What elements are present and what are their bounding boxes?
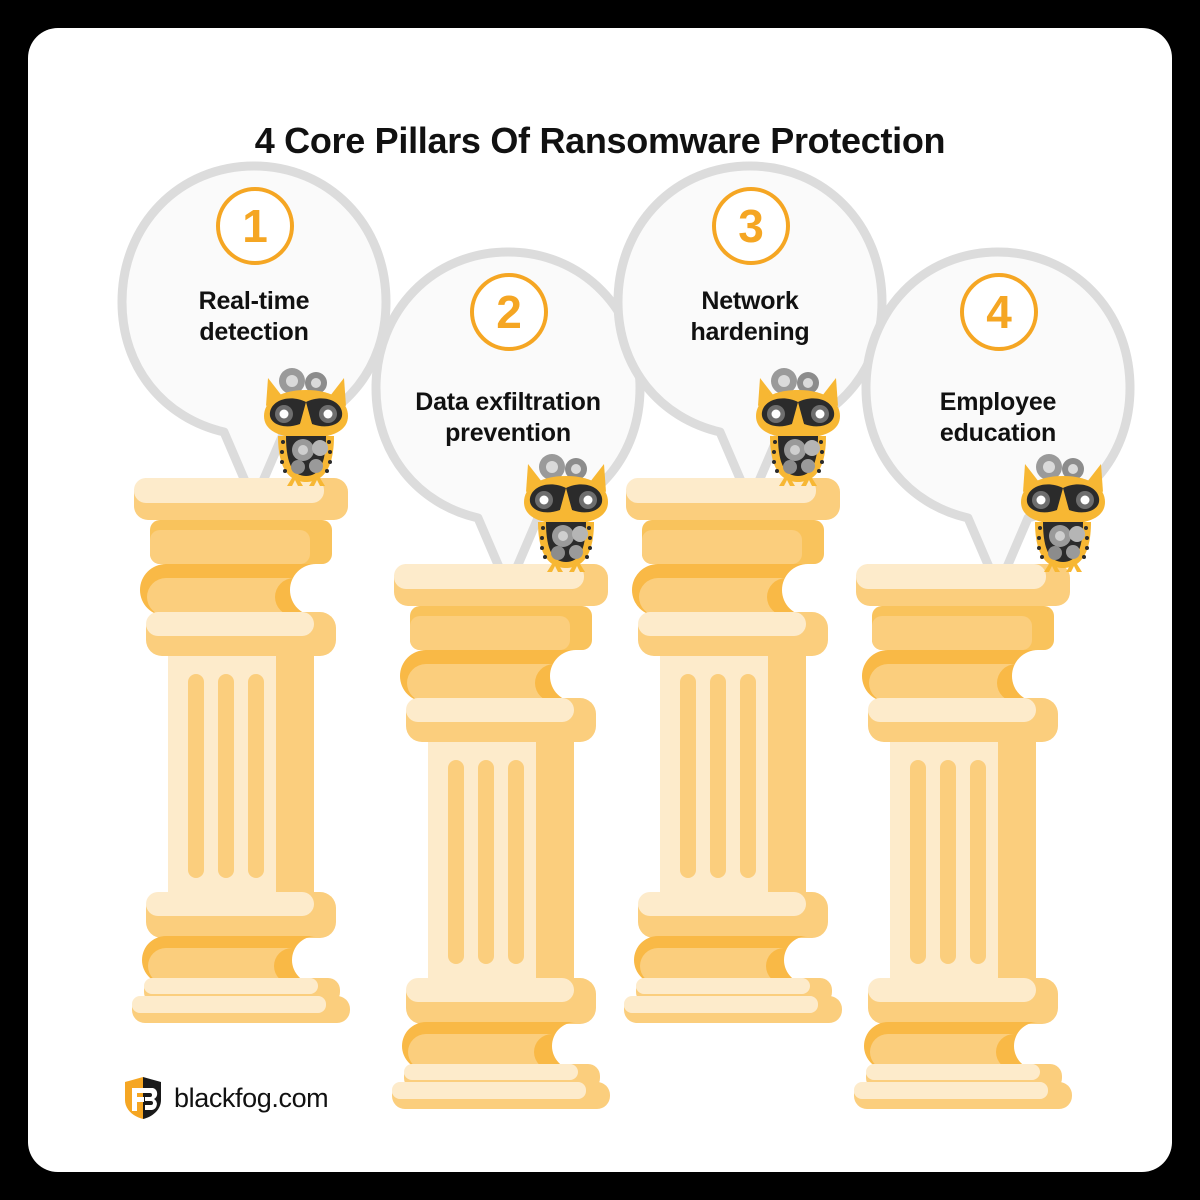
- owl-mascot-icon: [1021, 454, 1105, 572]
- greek-column-icon: [132, 478, 350, 1023]
- brand-logo-text: blackfog.com: [174, 1082, 329, 1113]
- owl-mascot-icon: [524, 454, 608, 572]
- bubble-1-line-2: detection: [199, 317, 309, 346]
- step-badge-1-number: 1: [242, 200, 268, 252]
- greek-column-icon: [624, 478, 842, 1023]
- bubble-1-line-1: Real-time: [198, 287, 310, 315]
- greek-column-icon: [392, 564, 610, 1109]
- pillar-column-1: [126, 478, 356, 1023]
- step-badge-4-number: 4: [986, 286, 1012, 338]
- bubble-4-line-1: Employee: [939, 388, 1057, 416]
- brand-logo[interactable]: blackfog.com: [124, 1076, 329, 1120]
- infographic-card: 4 Core Pillars Of Ransomware Protection …: [28, 28, 1172, 1172]
- step-badge-1: 1: [216, 187, 294, 265]
- bubble-4-line-2: education: [939, 418, 1057, 447]
- owl-mascot-1: [256, 362, 356, 488]
- step-badge-2: 2: [470, 273, 548, 351]
- speech-bubble-3-text: Network hardening: [600, 286, 900, 347]
- pillar-column-2: [386, 564, 616, 1109]
- speech-bubble-2-text: Data exfiltration prevention: [358, 387, 658, 448]
- speech-bubble-1-text: Real-time detection: [104, 286, 404, 347]
- step-badge-4: 4: [960, 273, 1038, 351]
- owl-mascot-3: [748, 362, 848, 488]
- step-badge-2-number: 2: [496, 286, 522, 338]
- greek-column-icon: [854, 564, 1072, 1109]
- step-badge-3: 3: [712, 187, 790, 265]
- owl-mascot-4: [1013, 448, 1113, 574]
- bubble-2-line-2: prevention: [445, 418, 571, 447]
- pillar-column-3: [618, 478, 848, 1023]
- bubble-2-line-1: Data exfiltration: [415, 388, 601, 416]
- owl-mascot-icon: [756, 368, 840, 486]
- owl-mascot-icon: [264, 368, 348, 486]
- owl-mascot-2: [516, 448, 616, 574]
- shield-logo-icon: [125, 1077, 161, 1119]
- bubble-3-line-1: Network: [701, 287, 799, 315]
- step-badge-3-number: 3: [738, 200, 764, 252]
- speech-bubble-4-text: Employee education: [848, 387, 1148, 448]
- pillar-column-4: [848, 564, 1078, 1109]
- bubble-3-line-2: hardening: [690, 317, 810, 346]
- page-title: 4 Core Pillars Of Ransomware Protection: [254, 120, 946, 161]
